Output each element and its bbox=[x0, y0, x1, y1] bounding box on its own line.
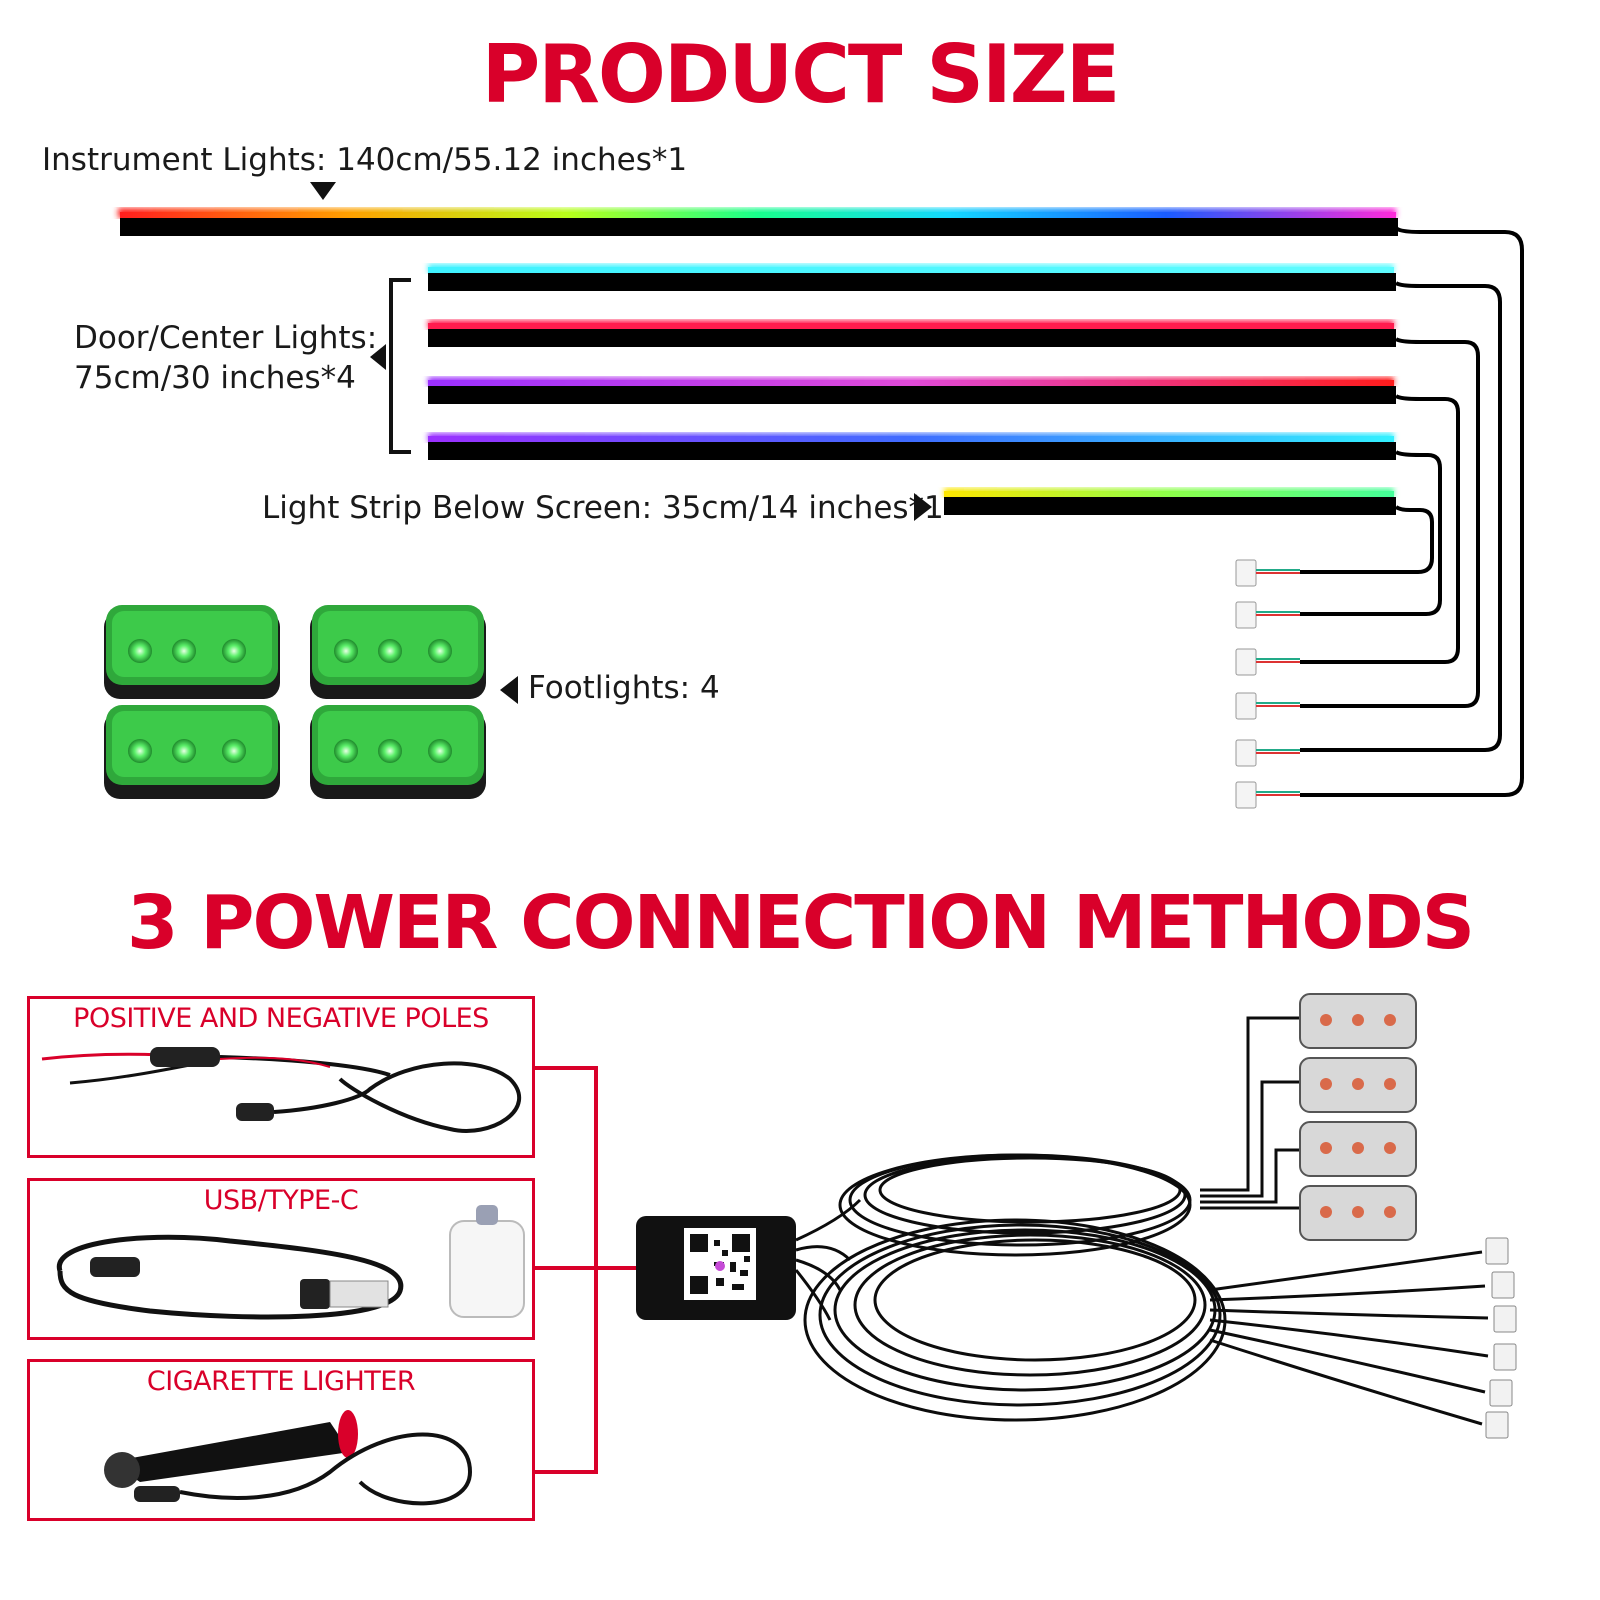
footlights-group bbox=[104, 605, 486, 799]
cigarette-lighter-image bbox=[104, 1410, 473, 1506]
door-lights-pointer-icon bbox=[370, 344, 386, 370]
door-light-strip-4 bbox=[428, 433, 1396, 460]
controller-box bbox=[636, 1216, 796, 1320]
door-center-lights-label-line1: Door/Center Lights: bbox=[74, 320, 378, 356]
power-methods-title: 3 POWER CONNECTION METHODS bbox=[126, 880, 1475, 966]
dc-cable-image bbox=[41, 1047, 521, 1133]
door-light-strip-3 bbox=[428, 377, 1396, 404]
door-center-lights-label-line2: 75cm/30 inches*4 bbox=[74, 360, 356, 396]
usb-cable-image bbox=[56, 1205, 525, 1320]
power-method-usb: USB/TYPE-C bbox=[27, 1178, 535, 1340]
door-light-strip-2 bbox=[428, 320, 1396, 347]
door-light-strip-1 bbox=[428, 264, 1396, 291]
product-size-title: PRODUCT SIZE bbox=[481, 28, 1121, 121]
footlights-label: Footlights: 4 bbox=[528, 670, 720, 706]
power-method-cigarette-title: CIGARETTE LIGHTER bbox=[146, 1366, 416, 1397]
below-screen-strip-label: Light Strip Below Screen: 35cm/14 inches… bbox=[262, 490, 944, 526]
power-method-usb-title: USB/TYPE-C bbox=[203, 1185, 359, 1216]
controller-footlights bbox=[1299, 993, 1417, 1241]
door-lights-bracket bbox=[389, 278, 411, 454]
strip-cables bbox=[1300, 226, 1524, 797]
below-screen-light-strip bbox=[944, 488, 1396, 515]
footlights-pointer-icon bbox=[500, 676, 518, 704]
power-method-poles-title: POSITIVE AND NEGATIVE POLES bbox=[73, 1003, 489, 1034]
power-method-cigarette: CIGARETTE LIGHTER bbox=[27, 1359, 535, 1521]
cable-bundle bbox=[794, 1016, 1489, 1426]
instrument-light-strip bbox=[118, 208, 1398, 236]
strip-connectors bbox=[1235, 559, 1300, 809]
power-method-poles: POSITIVE AND NEGATIVE POLES bbox=[27, 996, 535, 1158]
power-method-bracket bbox=[535, 1066, 636, 1474]
instrument-lights-label: Instrument Lights: 140cm/55.12 inches*1 bbox=[42, 142, 688, 178]
instrument-pointer-icon bbox=[310, 182, 336, 200]
below-screen-pointer-icon bbox=[914, 493, 932, 521]
controller-connectors bbox=[1485, 1237, 1517, 1439]
